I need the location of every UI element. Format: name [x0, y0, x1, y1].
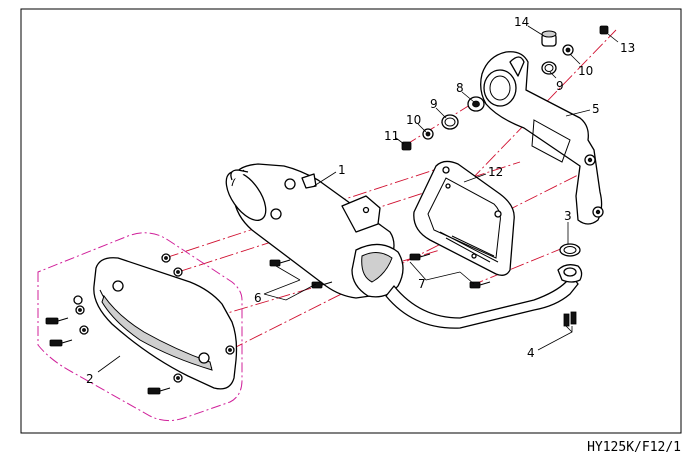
callout-6: 6	[254, 291, 262, 305]
callout-9-upper: 9	[556, 79, 564, 93]
callout-2: 2	[86, 372, 94, 386]
circlip-9-upper	[541, 61, 557, 75]
callout-12: 12	[488, 165, 503, 179]
callout-11: 11	[384, 129, 399, 143]
callout-10-upper: 10	[578, 64, 593, 78]
exhaust-mount-arm	[480, 51, 604, 225]
callout-1: 1	[338, 163, 346, 177]
plate-bolts	[409, 253, 491, 289]
callout-7: 7	[418, 277, 426, 291]
callout-labels: 1 2 3 4 5 6 7 8 9 9 10 10 11 12 13 14	[86, 15, 635, 386]
heat-shield-screws	[45, 317, 171, 395]
drawing-code: HY125K/F12/1	[587, 440, 681, 455]
callout-8: 8	[456, 81, 464, 95]
gasket	[559, 243, 581, 257]
callout-14: 14	[514, 15, 529, 29]
callout-3: 3	[564, 209, 572, 223]
drawing-frame	[20, 8, 682, 434]
muffler-bolts	[269, 259, 333, 289]
heat-shield	[93, 257, 238, 390]
nut-13	[599, 25, 609, 35]
muffler	[225, 163, 583, 329]
callout-13: 13	[620, 41, 635, 55]
circlip-9-lower	[441, 114, 459, 130]
heat-shield-group-outline	[37, 232, 243, 422]
shield-washers	[73, 253, 235, 383]
callout-5: 5	[592, 102, 600, 116]
callout-10-lower: 10	[406, 113, 421, 127]
stud-bolts	[563, 311, 577, 327]
callout-4: 4	[527, 346, 535, 360]
nut-11	[401, 141, 412, 151]
muffler-bracket-plate	[413, 160, 515, 276]
callout-9-lower: 9	[430, 97, 438, 111]
leader-lines	[97, 25, 619, 373]
